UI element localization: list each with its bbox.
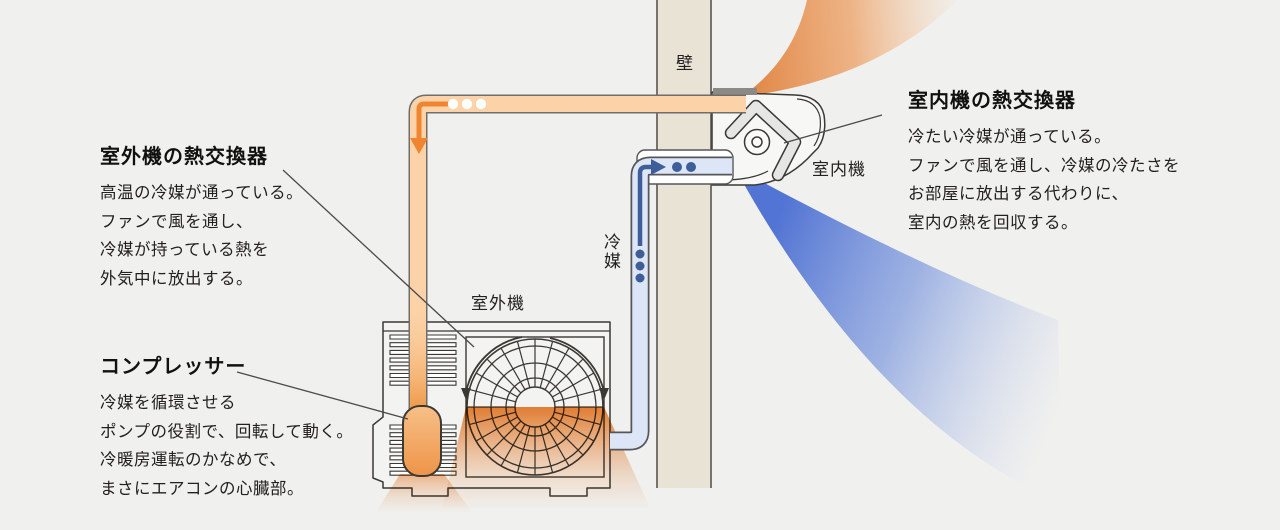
compressor [402,405,442,477]
leader-lines [236,114,883,420]
leader-line-compressor [236,371,409,420]
fan-arc-tip-left [461,388,471,400]
cold-flow-arrow-right-icon [637,164,651,246]
callout-text-line: ポンプの役割で、回転して動く。 [100,422,354,441]
callout-text-line: お部屋に放出する代わりに、 [908,185,1129,203]
indoor-unit-label: 室内機 [812,160,866,179]
indoor-fan [743,128,771,156]
callout-indoor-heat-exchanger-title: 室内機の熱交換器 [908,90,1076,112]
indoor-unit-mount-bar [713,88,757,95]
callout-text-line: 外気中に放出する。 [100,269,253,288]
warm-air-flow [741,0,958,97]
outdoor-unit-label: 室外機 [471,294,525,313]
indoor-heat-exchanger-fill [726,101,800,180]
callout-text-line: 冷媒を循環させる [100,394,236,412]
indoor-unit [711,88,826,186]
callout-text-line: 高温の冷媒が通っている。 [100,184,304,202]
callout-outdoor-heat-exchanger: 室外機の熱交換器 高温の冷媒が通っている。 ファンで風を通し、 冷媒が持っている… [100,144,303,293]
callout-text-line: ファンで風を通し、 [100,212,253,231]
callout-indoor-heat-exchanger: 室内機の熱交換器 冷たい冷媒が通っている。 ファンで風を通し、冷媒の冷たさを お… [908,88,1180,237]
indoor-unit-inner-line [796,98,821,147]
fan-heat-glow [442,407,650,508]
callout-text-line: 室内の熱を回収する。 [908,213,1078,232]
callout-text-line: 冷たい冷媒が通っている。 [908,128,1112,146]
wall-label: 壁 [676,54,694,73]
callout-text-line: 冷媒が持っている熱を [100,241,270,259]
fan-casing-arc-left [465,336,523,393]
leader-line-indoor-hx [783,114,883,144]
callout-compressor: コンプレッサー 冷媒を循環させる ポンプの役割で、回転して動く。 冷暖房運転のか… [100,354,353,503]
refrigerant-label: 冷媒 [601,233,620,271]
callout-text-line: まさにエアコンの心臓部。 [100,479,304,498]
cold-refrigerant-pipe [610,149,734,451]
wall [656,0,712,488]
cool-air-flow [745,178,1062,502]
callout-text-line: ファンで風を通し、冷媒の冷たさを [908,156,1180,175]
hot-refrigerant-pipe [408,94,746,410]
compressor-heat-glow [376,474,472,512]
indoor-fan-hub [751,136,763,148]
hot-flow-arrow-down-icon [416,101,450,138]
callout-compressor-title: コンプレッサー [100,356,247,378]
fan-casing-arc-right [549,337,605,393]
leader-line-outdoor-hx [282,169,475,348]
callout-text-line: 冷暖房運転のかなめで、 [100,451,287,469]
hot-refrigerant-dots [447,98,487,110]
fan-arc-tip-right [599,388,609,400]
callout-outdoor-heat-exchanger-title: 室外機の熱交換器 [100,146,268,168]
cold-refrigerant-dots [635,162,696,283]
